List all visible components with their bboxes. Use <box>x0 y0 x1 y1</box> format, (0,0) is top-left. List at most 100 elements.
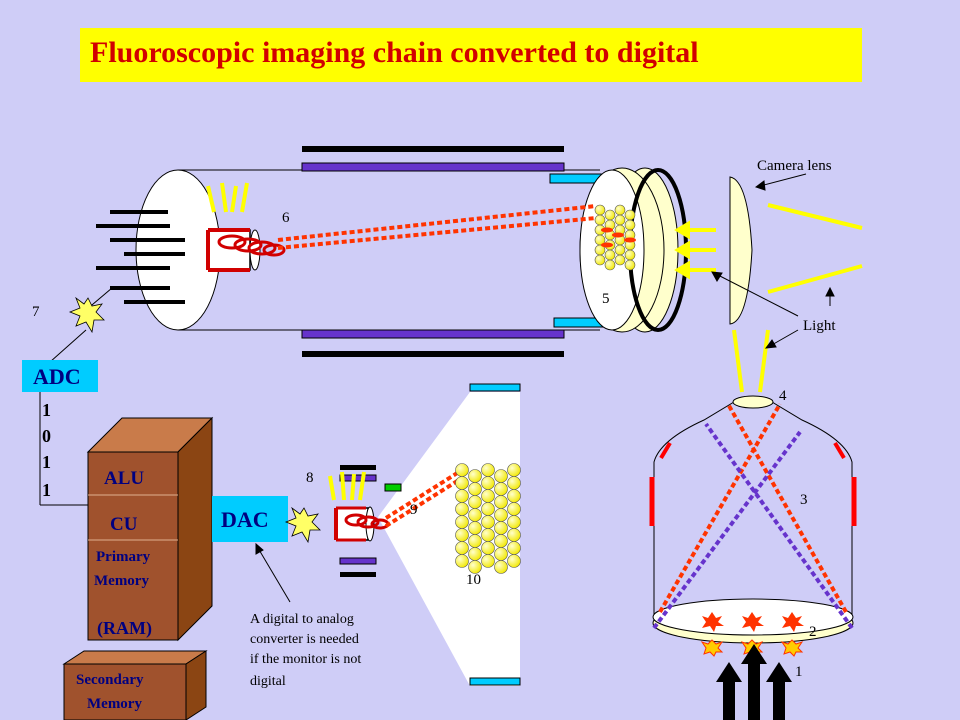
beam-spot <box>601 242 613 248</box>
label-1: 1 <box>795 664 803 680</box>
phosphor-dot <box>455 515 469 529</box>
phosphor-dot <box>507 528 521 542</box>
camera-lens <box>729 176 753 325</box>
phosphor-dot <box>507 476 521 490</box>
phosphor-dot <box>455 489 469 503</box>
target-cell <box>614 244 626 256</box>
target-cell <box>614 204 626 216</box>
primary-memory-label-1: Primary <box>96 549 151 565</box>
beam-spot <box>612 232 624 238</box>
phosphor-dot <box>507 463 521 477</box>
target-cell <box>624 249 636 261</box>
phosphor-dot <box>455 541 469 555</box>
phosphor-dot <box>494 560 508 574</box>
phosphor-dot <box>468 495 482 509</box>
phosphor-dot <box>494 534 508 548</box>
phosphor-dot <box>468 508 482 522</box>
phosphor-dot <box>481 515 495 529</box>
phosphor-dot <box>468 469 482 483</box>
dac-box <box>212 496 288 542</box>
target-cell <box>594 214 606 226</box>
ram-label: (RAM) <box>97 618 152 639</box>
phosphor-dot <box>494 547 508 561</box>
phosphor-dot <box>481 463 495 477</box>
label-9: 9 <box>410 502 418 518</box>
phosphor-dot <box>507 554 521 568</box>
beam-spot <box>601 227 613 233</box>
label-7: 7 <box>32 304 40 320</box>
light-rays-right <box>732 203 863 393</box>
label-6: 6 <box>282 210 290 226</box>
phosphor-dot <box>507 541 521 555</box>
phosphor-dot <box>507 489 521 503</box>
dac-spark <box>284 506 321 544</box>
target-cell <box>604 259 616 271</box>
camera-lens-label: Camera lens <box>757 158 832 174</box>
light-arrows-in <box>674 220 716 280</box>
phosphor-dot <box>481 528 495 542</box>
secondary-memory-block <box>62 650 208 720</box>
secondary-memory-label-2: Memory <box>87 696 142 712</box>
annotation-arrows <box>711 173 835 349</box>
title-banner <box>80 28 862 82</box>
target-cells <box>594 204 636 271</box>
adc-label: ADC <box>33 364 81 389</box>
dac-note-arrow <box>255 542 291 603</box>
phosphor-dot <box>468 482 482 496</box>
label-10: 10 <box>466 572 481 588</box>
beam-spot <box>624 237 636 243</box>
phosphor-dot <box>494 495 508 509</box>
dac-note-2: converter is needed <box>250 632 359 647</box>
monitor-phosphor-dots <box>455 463 521 574</box>
label-8: 8 <box>306 470 314 486</box>
dac-note-3: if the monitor is not <box>250 652 361 667</box>
image-intensifier <box>649 395 857 720</box>
target-cell <box>614 214 626 226</box>
phosphor-dot <box>494 469 508 483</box>
dac-note-4: digital <box>250 674 286 689</box>
phosphor-dot <box>468 560 482 574</box>
target-cell <box>624 209 636 221</box>
page-title: Fluoroscopic imaging chain converted to … <box>90 36 699 69</box>
scanning-beam <box>277 204 597 250</box>
phosphor-dot <box>494 482 508 496</box>
tube-pins <box>96 210 185 304</box>
bit-1: 1 <box>42 400 51 420</box>
phosphor-dot <box>507 515 521 529</box>
bit-2: 0 <box>42 426 51 446</box>
dac-note-1: A digital to analog <box>250 612 354 627</box>
phosphor-dot <box>481 554 495 568</box>
dac-label: DAC <box>221 507 269 532</box>
electron-gun-top <box>206 182 286 272</box>
target-cell <box>604 209 616 221</box>
phosphor-dot <box>481 502 495 516</box>
adc-box <box>22 360 98 392</box>
target-cell <box>614 254 626 266</box>
label-4: 4 <box>779 388 787 404</box>
phosphor-dot <box>455 476 469 490</box>
phosphor-dot <box>468 547 482 561</box>
phosphor-dot <box>494 508 508 522</box>
phosphor-dot <box>494 521 508 535</box>
signal-spark <box>49 287 113 363</box>
cu-label: CU <box>110 514 138 535</box>
phosphor-dot <box>507 502 521 516</box>
target-cell <box>594 254 606 266</box>
primary-memory-label-2: Memory <box>94 573 149 589</box>
light-label: Light <box>803 318 836 334</box>
phosphor-dot <box>481 541 495 555</box>
phosphor-dot <box>455 463 469 477</box>
phosphor-dot <box>481 489 495 503</box>
label-2: 2 <box>809 624 817 640</box>
target-cell <box>624 219 636 231</box>
phosphor-dot <box>455 502 469 516</box>
phosphor-dot <box>468 534 482 548</box>
phosphor-dot <box>481 476 495 490</box>
bit-4: 1 <box>42 480 51 500</box>
alu-label: ALU <box>104 468 144 489</box>
secondary-memory-label-1: Secondary <box>76 672 144 688</box>
phosphor-dot <box>455 528 469 542</box>
label-5: 5 <box>602 291 610 307</box>
phosphor-dot <box>468 521 482 535</box>
